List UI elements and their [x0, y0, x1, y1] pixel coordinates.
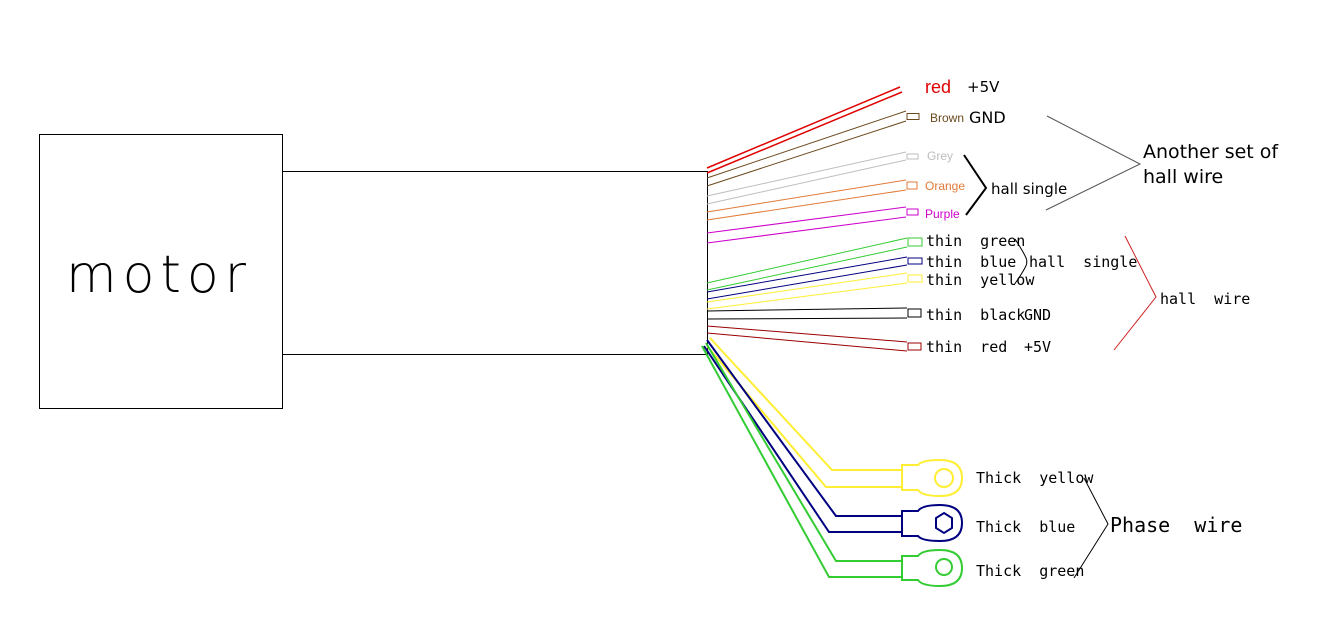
grey-wire-label: Grey	[927, 149, 953, 163]
thin-red-function: +5V	[1024, 338, 1051, 356]
thin-blue-label: thin blue	[926, 253, 1016, 271]
thick-yellow-wire	[706, 337, 964, 498]
thick-green-wire	[701, 342, 964, 588]
thin-red-label: thin red	[926, 338, 1007, 356]
orange-wire-label: Orange	[925, 179, 965, 193]
thin-green-wire	[706, 237, 923, 291]
thin-yellow-wire	[706, 272, 923, 310]
upper-hall-single-brace	[963, 154, 988, 216]
motor-label: motor	[66, 245, 252, 305]
hall-wire-bracket	[1113, 235, 1157, 351]
grey-wire	[706, 151, 919, 205]
thin-hall-single-brace	[1013, 238, 1028, 286]
brown-gnd-wire	[706, 110, 920, 187]
purple-wire	[706, 206, 919, 244]
thin-green-label: thin green	[926, 232, 1025, 250]
thin-hall-single-label: hall single	[1029, 253, 1137, 271]
thin-yellow-label: thin yellow	[926, 271, 1035, 289]
upper-hall-single-label: hall single	[991, 180, 1067, 198]
brown-wire-label: Brown	[930, 111, 964, 125]
thick-blue-label: Thick blue	[976, 518, 1075, 536]
purple-wire-label: Purple	[925, 207, 960, 221]
hall-wire-label: hall wire	[1160, 290, 1250, 308]
thick-green-label: Thick green	[976, 562, 1084, 580]
another-set-label-line1: Another set of	[1143, 141, 1279, 163]
phase-wire-bracket	[1073, 477, 1109, 579]
red-wire-function: +5V	[967, 78, 1000, 96]
thin-blue-wire	[706, 256, 923, 300]
orange-wire	[706, 179, 918, 221]
another-set-bracket	[1045, 115, 1142, 211]
brown-wire-function: GND	[969, 108, 1006, 127]
thin-black-function: GND	[1024, 306, 1051, 324]
cable-sheath	[282, 171, 708, 355]
thin-black-wire	[706, 307, 922, 320]
red-wire-label: red	[925, 77, 951, 97]
phase-wire-label: Phase wire	[1110, 513, 1242, 537]
thick-yellow-label: Thick yellow	[976, 469, 1094, 487]
thin-red-wire	[706, 325, 922, 352]
thin-black-label: thin black	[926, 306, 1025, 324]
thick-blue-wire	[703, 339, 964, 543]
another-set-label-line2: hall wire	[1143, 166, 1223, 188]
red-5v-wire	[706, 86, 903, 174]
